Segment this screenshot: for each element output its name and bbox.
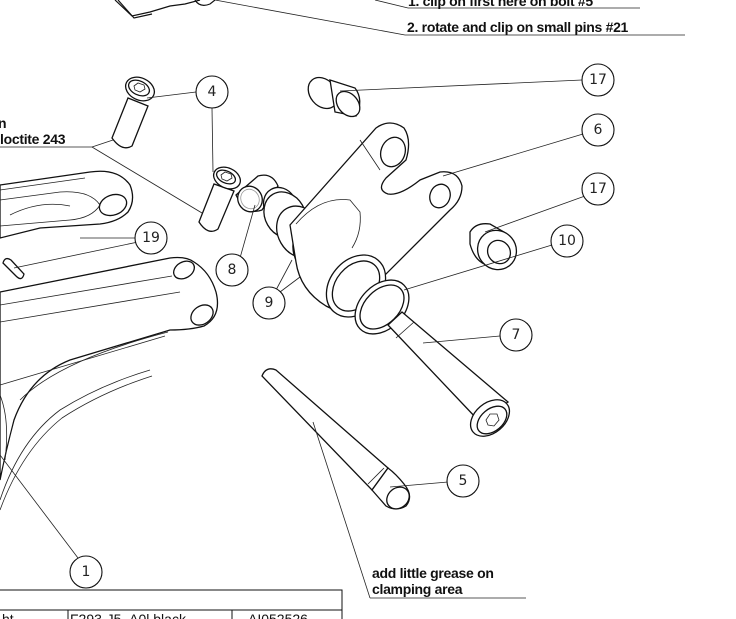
- balloon-6: 6: [581, 113, 615, 147]
- table-cell-1: F293-J5_A0l black: [70, 611, 187, 619]
- note-2-leader: [214, 0, 685, 36]
- balloon-17-upper: 17: [581, 63, 615, 97]
- balloon-6-leader: [442, 133, 584, 177]
- table-cell-2: AI052526: [248, 611, 308, 619]
- balloon-17a-leader: [339, 79, 583, 92]
- balloon-5: 5: [446, 464, 480, 498]
- balloon-9: 9: [252, 286, 286, 320]
- balloon-7-leader: [422, 335, 501, 344]
- balloon-19: 19: [134, 221, 168, 255]
- balloon-8: 8: [215, 253, 249, 287]
- svg-text:6: 6: [594, 122, 603, 138]
- balloon-4: 4: [195, 75, 229, 109]
- note-2-text: 2. rotate and clip on small pins #21: [407, 19, 629, 35]
- part-frame-1: [0, 170, 134, 239]
- part-bushing-17-upper: [307, 76, 361, 118]
- svg-text:10: 10: [558, 233, 576, 249]
- svg-text:7: 7: [512, 327, 521, 343]
- balloon-10-leader: [403, 244, 553, 291]
- part-pin-small: [2, 257, 25, 280]
- balloon-1: 1: [69, 555, 103, 589]
- balloon-17b-leader: [484, 195, 586, 233]
- grease-note-line1: add little grease on: [372, 565, 494, 581]
- svg-text:17: 17: [589, 72, 607, 88]
- part-swingarm: [0, 256, 219, 511]
- top-partial-part: [114, 0, 216, 19]
- grease-note-line2: clamping area: [372, 581, 463, 597]
- part-bolt-4-lower: [198, 166, 242, 232]
- note-loctite-line2: loctite 243: [0, 131, 66, 147]
- svg-text:17: 17: [589, 181, 607, 197]
- part-spacer-8: [235, 174, 279, 213]
- svg-text:8: 8: [228, 262, 237, 278]
- parts-table: [0, 589, 343, 619]
- part-bushing-17-lower: [469, 223, 518, 271]
- svg-text:19: 19: [142, 230, 160, 246]
- balloon-8-leader: [239, 204, 256, 259]
- svg-text:4: 4: [208, 84, 217, 100]
- balloon-19-leaders: [13, 237, 139, 269]
- loctite-leader: [0, 138, 203, 214]
- balloon-10: 10: [550, 224, 584, 258]
- grease-note-leader: [312, 421, 526, 599]
- part-axle-bolt-7: [387, 311, 511, 437]
- balloon-17-lower: 17: [581, 172, 615, 206]
- part-bolt-4-upper: [111, 76, 156, 149]
- note-1-leader: [374, 0, 640, 9]
- balloon-7: 7: [499, 318, 533, 352]
- svg-text:9: 9: [265, 295, 274, 311]
- balloon-4-leaders: [146, 91, 214, 173]
- part-pin-5: [261, 368, 411, 510]
- svg-text:1: 1: [82, 564, 91, 580]
- note-loctite-line1: n: [0, 115, 6, 131]
- table-cell-0: ht: [2, 611, 14, 619]
- balloon-1-leader: [0, 454, 79, 559]
- balloon-5-leader: [389, 481, 449, 488]
- svg-text:5: 5: [459, 473, 468, 489]
- note-1-text: 1. clip on first here on bolt #5: [408, 0, 593, 9]
